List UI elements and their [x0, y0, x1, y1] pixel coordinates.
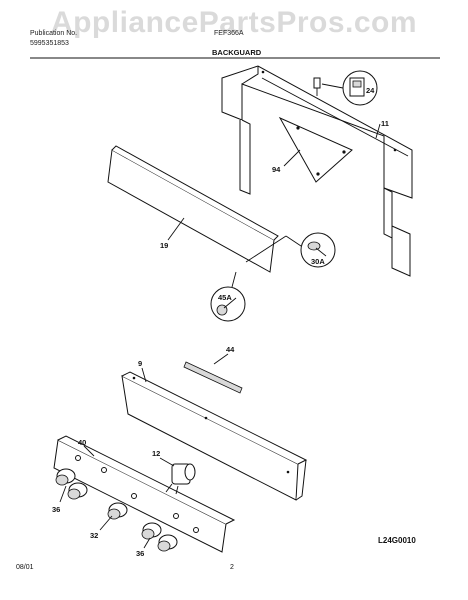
figure-code: L24G0010: [378, 536, 416, 545]
callout-30a: 30A: [311, 257, 325, 266]
callout-45a: 45A: [218, 293, 232, 302]
control-panel-19: [107, 145, 279, 273]
model-label: FEF366A: [214, 30, 244, 37]
knob-36-right-lower: [157, 534, 178, 552]
publication-number: 5995351853: [30, 40, 69, 47]
knob-36-right-upper: [141, 522, 162, 540]
callout-32: 32: [90, 531, 98, 540]
callout-9: 9: [138, 359, 142, 368]
callout-12: 12: [152, 449, 160, 458]
switch-24: [313, 70, 378, 106]
callout-24: 24: [366, 86, 375, 95]
knob-32: [107, 502, 128, 520]
section-title: BACKGUARD: [212, 48, 262, 57]
callout-44: 44: [226, 345, 235, 354]
callout-36-left: 36: [52, 505, 60, 514]
switch-12: [159, 457, 196, 495]
footer-date: 08/01: [16, 564, 34, 571]
leader-lines: [59, 123, 381, 549]
footer-page-number: 2: [230, 564, 234, 571]
callout-94: 94: [272, 165, 281, 174]
panel-9: [121, 371, 308, 501]
callout-11: 11: [381, 119, 389, 128]
callout-36-right: 36: [136, 549, 144, 558]
knob-36-left-upper: [55, 468, 76, 486]
control-panel-40: [53, 435, 236, 553]
callout-19: 19: [160, 241, 168, 250]
knob-36-left-lower: [67, 482, 88, 500]
bracket-94: [278, 116, 353, 183]
publication-label: Publication No.: [30, 30, 78, 37]
screw-30a: [245, 232, 336, 268]
backguard-frame: [221, 65, 413, 277]
callout-40: 40: [78, 438, 86, 447]
watermark: AppliancePartsPros.com: [50, 6, 418, 39]
screw-45a: [210, 271, 246, 322]
trim-44: [183, 361, 243, 394]
